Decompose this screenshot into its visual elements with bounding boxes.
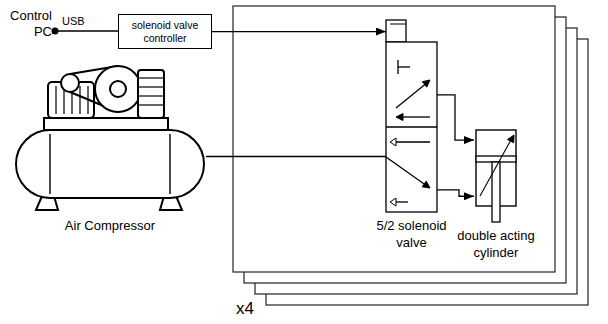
shape-svg bbox=[14, 62, 206, 212]
solenoid-coil bbox=[386, 20, 406, 42]
pump-fin bbox=[138, 104, 164, 105]
signal-name: USB bbox=[62, 15, 85, 29]
flow-path bbox=[386, 157, 427, 186]
quantity-label: x4 bbox=[236, 298, 254, 319]
shape-area bbox=[386, 20, 437, 212]
exhaust-symbol bbox=[390, 138, 396, 146]
pump-fin bbox=[138, 86, 164, 87]
tank bbox=[16, 130, 204, 198]
connector bbox=[437, 190, 474, 196]
arrowhead bbox=[396, 114, 403, 121]
motor-pulley bbox=[61, 74, 79, 92]
coil-mark bbox=[390, 24, 406, 25]
pump-head bbox=[138, 70, 164, 118]
cylinder-symbol bbox=[476, 130, 516, 222]
shape-svg bbox=[386, 20, 437, 212]
part-label: Air Compressor bbox=[65, 218, 155, 235]
connector bbox=[437, 95, 474, 140]
adjust-arrow bbox=[480, 138, 512, 196]
tank-seam bbox=[169, 134, 170, 194]
shape-area bbox=[474, 130, 518, 222]
device-label: Control PC bbox=[4, 8, 52, 41]
arrowhead bbox=[508, 135, 514, 143]
shape-svg bbox=[474, 130, 518, 222]
valve-symbol bbox=[386, 20, 437, 212]
controller-box: solenoid valve controller bbox=[118, 14, 212, 49]
part-label: double acting cylinder bbox=[451, 228, 541, 262]
flywheel bbox=[95, 66, 141, 112]
flow-path bbox=[396, 201, 408, 202]
part-label: 5/2 solenoid valve bbox=[367, 218, 457, 252]
flow-path bbox=[400, 116, 430, 117]
motor-fin bbox=[79, 86, 80, 114]
shape-area bbox=[14, 62, 206, 212]
connector bbox=[206, 156, 386, 157]
arrowhead bbox=[422, 181, 430, 188]
air-compressor: Air Compressor bbox=[14, 62, 206, 235]
usb-wire bbox=[55, 30, 118, 31]
flow-path bbox=[396, 82, 428, 108]
main-panel bbox=[233, 6, 555, 272]
pump-fin bbox=[138, 77, 164, 78]
pump-fin bbox=[138, 95, 164, 96]
box-label: solenoid valve controller bbox=[124, 19, 206, 44]
tank-seam bbox=[49, 134, 50, 194]
piston bbox=[476, 156, 516, 162]
solenoid-valve: 5/2 solenoid valve bbox=[386, 20, 437, 252]
connector bbox=[212, 31, 386, 32]
arrowhead bbox=[422, 80, 430, 87]
compressor-illustration bbox=[16, 66, 204, 210]
closed-port bbox=[398, 66, 410, 67]
valve-cell-divider bbox=[386, 126, 437, 127]
valve-body bbox=[386, 42, 437, 212]
base-plate bbox=[44, 118, 168, 130]
exhaust-symbol bbox=[390, 198, 396, 206]
double-acting-cylinder: double acting cylinder bbox=[474, 130, 518, 262]
motor-fin bbox=[55, 86, 56, 114]
flywheel-hub bbox=[110, 81, 126, 97]
flow-path bbox=[396, 141, 430, 142]
